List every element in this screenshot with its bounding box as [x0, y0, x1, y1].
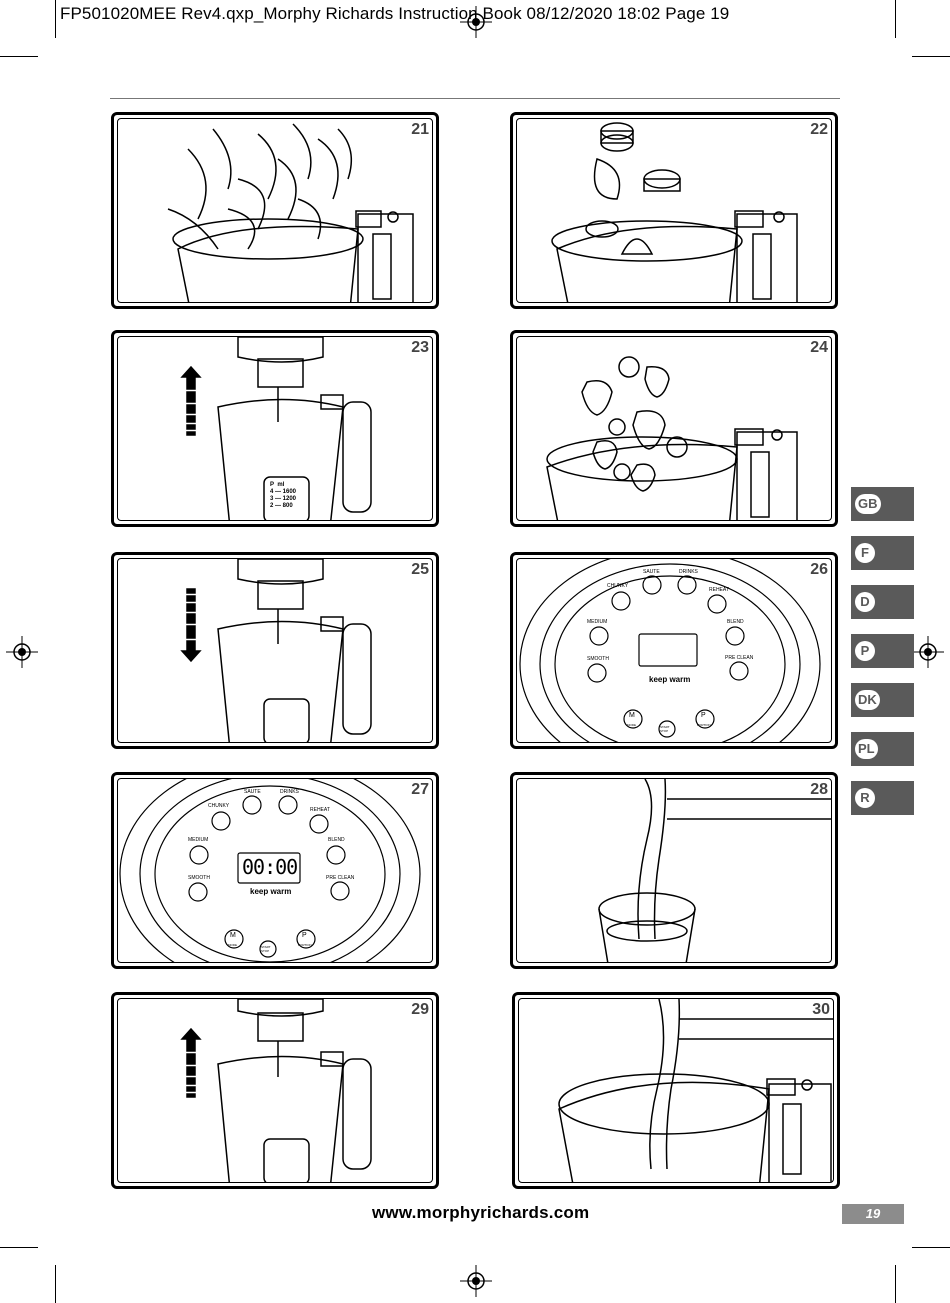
language-tab-label: R	[855, 788, 875, 808]
start-stop-label: START STOP	[261, 945, 271, 953]
crop-mark	[55, 0, 56, 38]
portion-label: PORTION	[697, 723, 711, 727]
saute-label: SAUTE	[244, 789, 261, 795]
blend-label: BLEND	[727, 619, 744, 625]
step-number: 26	[810, 561, 828, 578]
mode-label: MODE	[228, 943, 237, 947]
portion-label: PORTION	[298, 943, 312, 947]
lift-motor-unit-illustration	[180, 999, 372, 1182]
step-26-panel: keep warm CHUNKY SAUTE DRINKS REHEAT MED…	[510, 552, 838, 749]
step-22-panel: 22	[510, 112, 838, 309]
crop-mark	[55, 1265, 56, 1303]
step-number: 22	[810, 121, 828, 138]
step-number: 28	[810, 781, 828, 798]
language-tab-label: GB	[855, 494, 881, 514]
chunky-label: CHUNKY	[208, 803, 230, 809]
language-tab-r[interactable]: R	[851, 781, 914, 815]
step-25-panel: 25	[111, 552, 439, 749]
step-number: 24	[810, 339, 828, 356]
crop-mark	[895, 1265, 896, 1303]
keep-warm-label: keep warm	[649, 675, 691, 684]
control-panel-illustration	[519, 559, 821, 742]
language-tab-gb[interactable]: GB	[851, 487, 914, 521]
print-slug-header: FP501020MEE Rev4.qxp_Morphy Richards Ins…	[60, 4, 730, 23]
language-tab-label: DK	[855, 690, 880, 710]
language-tab-p[interactable]: P	[851, 634, 914, 668]
registration-mark-bottom-icon	[460, 1265, 492, 1297]
add-fruit-illustration	[546, 356, 798, 520]
language-tab-dk[interactable]: DK	[851, 683, 914, 717]
language-tab-d[interactable]: D	[851, 585, 914, 619]
pour-into-glass-illustration	[598, 779, 831, 962]
keep-warm-label: keep warm	[250, 887, 292, 896]
medium-label: MEDIUM	[188, 837, 209, 843]
portion-letter: P	[701, 712, 706, 719]
pour-liquid-illustration	[558, 999, 833, 1182]
step-30-panel: 30	[512, 992, 840, 1189]
medium-label: MEDIUM	[587, 619, 608, 625]
smooth-label: SMOOTH	[587, 656, 609, 662]
pre-clean-label: PRE CLEAN	[326, 875, 355, 881]
website-url[interactable]: www.morphyrichards.com	[372, 1203, 590, 1222]
pour-vegetables-illustration	[167, 123, 414, 302]
step-number: 21	[411, 121, 429, 138]
language-tab-pl[interactable]: PL	[851, 732, 914, 766]
language-tab-label: PL	[855, 739, 878, 759]
reheat-label: REHEAT	[310, 807, 330, 813]
language-tab-label: F	[855, 543, 875, 563]
drinks-label: DRINKS	[679, 569, 698, 575]
language-tab-label: P	[855, 641, 875, 661]
language-tabs: GB F D P DK PL R	[851, 487, 914, 830]
lower-motor-unit-illustration	[180, 559, 372, 742]
language-tab-label: D	[855, 592, 875, 612]
registration-mark-left-icon	[6, 636, 38, 668]
registration-mark-right-icon	[912, 636, 944, 668]
timer-display: 00:00	[242, 855, 298, 879]
mode-label: MODE	[627, 723, 636, 727]
smooth-label: SMOOTH	[188, 875, 210, 881]
mode-letter: M	[230, 932, 236, 939]
chunky-label: CHUNKY	[607, 583, 629, 589]
pre-clean-label: PRE CLEAN	[725, 655, 754, 661]
page-number: 19	[842, 1204, 904, 1224]
step-number: 23	[411, 339, 429, 356]
mode-letter: M	[629, 712, 635, 719]
blend-label: BLEND	[328, 837, 345, 843]
lift-motor-unit-illustration	[180, 337, 372, 520]
step-24-panel: 24	[510, 330, 838, 527]
crop-mark	[0, 56, 38, 57]
add-ingredients-illustration	[551, 122, 798, 302]
step-number: 29	[411, 1001, 429, 1018]
step-number: 30	[812, 1001, 830, 1018]
crop-mark	[912, 56, 950, 57]
step-number: 25	[411, 561, 429, 578]
crop-mark	[912, 1247, 950, 1248]
drinks-label: DRINKS	[280, 789, 299, 795]
step-27-panel: 00:00 keep warm CHUNKY SAUTE DRINKS REHE…	[111, 772, 439, 969]
header-rule	[110, 98, 840, 99]
step-number: 27	[411, 781, 429, 798]
language-tab-f[interactable]: F	[851, 536, 914, 570]
step-29-panel: 29	[111, 992, 439, 1189]
saute-label: SAUTE	[643, 569, 660, 575]
registration-mark-top-icon	[460, 6, 492, 38]
portion-letter: P	[302, 932, 307, 939]
crop-mark	[0, 1247, 38, 1248]
step-28-panel: 28	[510, 772, 838, 969]
step-21-panel: 21	[111, 112, 439, 309]
crop-mark	[895, 0, 896, 38]
start-stop-label: START STOP	[660, 725, 670, 733]
control-panel-display-illustration	[119, 779, 421, 962]
reheat-label: REHEAT	[709, 587, 729, 593]
